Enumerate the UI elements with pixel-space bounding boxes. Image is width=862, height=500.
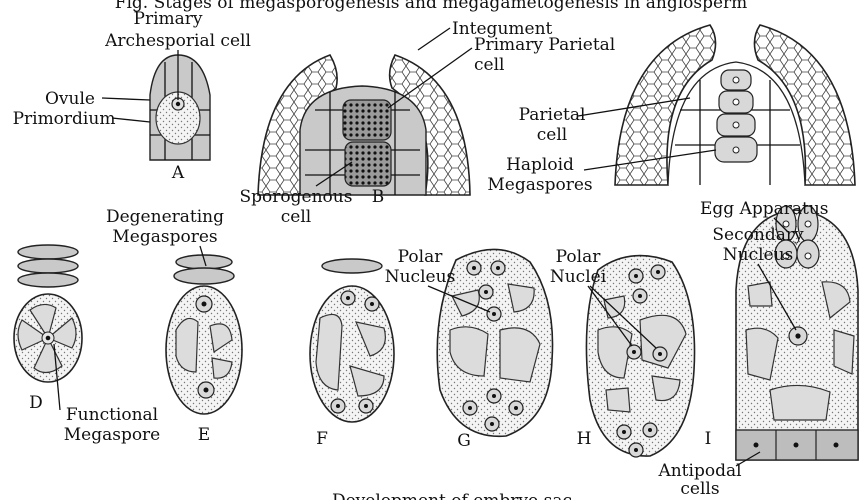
label-archesporial-cell: Archesporial cell <box>104 31 251 51</box>
label-degenerating-megaspores: Megaspores <box>112 227 217 247</box>
leader-ovule-1 <box>102 98 150 100</box>
label-secondary-nucleus: Nucleus <box>723 245 794 265</box>
label-sporogenous: Sporogenous <box>240 187 353 207</box>
stage-label-d: D <box>29 393 43 413</box>
stage-e <box>166 255 242 414</box>
top-caption: Fig. Stages of megasporogenesis and mega… <box>115 0 748 13</box>
label-haploid: Haploid <box>506 155 574 175</box>
label-polar-nuclei: Nuclei <box>550 267 607 287</box>
label-secondary: Secondary <box>712 225 804 245</box>
label-sporogenous-cell: cell <box>281 207 311 227</box>
stage-label-i: I <box>705 429 712 449</box>
label-primary: Primary <box>134 9 203 29</box>
stage-d <box>14 245 82 382</box>
label-primary-parietal: Primary Parietal <box>474 35 615 55</box>
stage-label-h: H <box>577 429 592 449</box>
label-polar-nucleus: Nucleus <box>385 267 456 287</box>
label-primordium: Primordium <box>13 109 116 129</box>
stage-label-a: A <box>171 163 185 183</box>
label-polar-2: Polar <box>556 247 602 267</box>
label-parietal: Parietal <box>519 105 586 125</box>
label-egg-apparatus: Egg Apparatus <box>700 199 829 219</box>
stage-label-b: B <box>372 187 385 207</box>
stage-c-megaspore-tetrad <box>615 25 855 185</box>
label-ovule: Ovule <box>45 89 95 109</box>
label-polar: Polar <box>398 247 444 267</box>
stage-label-f: F <box>316 429 328 449</box>
stage-a-ovule-primordium <box>150 55 210 160</box>
stage-b-ovule <box>258 55 470 195</box>
stage-label-e: E <box>198 425 210 445</box>
label-parietal-cell: cell <box>537 125 567 145</box>
label-degenerating: Degenerating <box>106 207 224 227</box>
label-antipodal-cells: cells <box>680 479 719 499</box>
label-functional-megaspore: Megaspore <box>64 425 161 445</box>
bottom-caption: Development of embryo sac <box>332 491 572 500</box>
stage-label-g: G <box>457 431 471 451</box>
stage-f <box>310 259 394 422</box>
leader-integument <box>418 28 450 50</box>
leader-ovule-2 <box>112 118 150 122</box>
label-antipodal: Antipodal <box>657 461 741 481</box>
label-primary-parietal-cell: cell <box>474 55 504 75</box>
label-megaspores: Megaspores <box>487 175 592 195</box>
label-functional: Functional <box>66 405 158 425</box>
